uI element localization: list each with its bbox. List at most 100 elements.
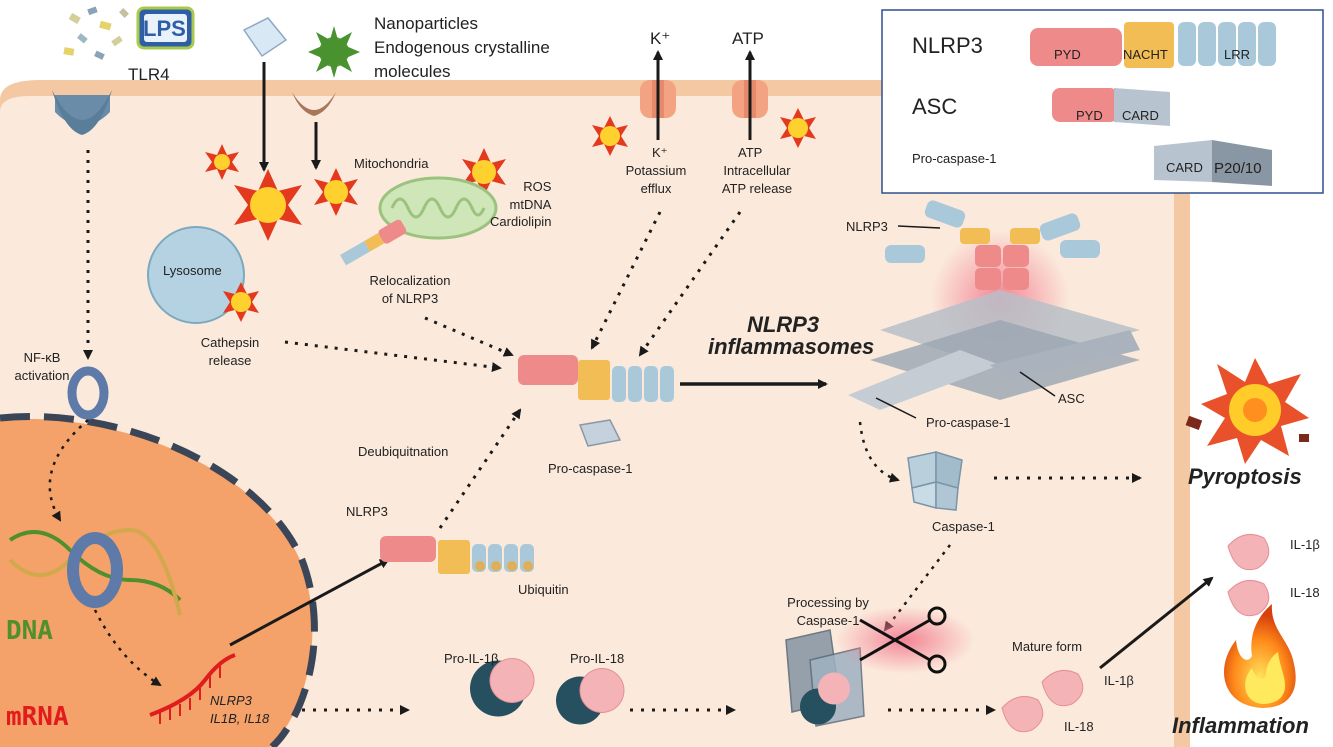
ros-line-3: Cardiolipin — [490, 214, 552, 230]
cathepsin-label: Cathepsin release — [190, 334, 270, 369]
caspase-1-shape — [907, 450, 963, 511]
outcome-il1b-label: IL-1β — [1290, 537, 1320, 552]
relocalized-nlrp3 — [340, 219, 407, 266]
genes-line-2: IL1B, IL18 — [210, 710, 270, 726]
ros-burst-5 — [592, 116, 628, 156]
genes-label: NLRP3 IL1B, IL18 — [210, 692, 269, 727]
legend-p20-label: P20/10 — [1214, 160, 1262, 177]
cathepsin-line-1: Cathepsin — [200, 335, 260, 350]
mature-il1b-label: IL-1β — [1104, 673, 1134, 688]
lysosome — [147, 226, 245, 324]
outcome-il18-label: IL-18 — [1290, 585, 1320, 600]
legend-nlrp3-shape — [1030, 22, 1276, 68]
potassium-efflux-label: Potassium efflux — [616, 162, 696, 197]
legend-lrr-label: LRR — [1224, 47, 1251, 62]
k-in-label: K⁺ — [652, 145, 668, 160]
pro-il1b-shape — [470, 658, 535, 717]
pyroptosis-burst — [1185, 358, 1309, 464]
cathepsin-burst — [223, 282, 259, 322]
pro-il18-shape — [556, 668, 625, 725]
flame-icon — [1223, 604, 1296, 708]
asc-complex-label: ASC — [1058, 391, 1085, 406]
tlr4-label: TLR4 — [128, 65, 170, 84]
ros-line-2: mtDNA — [509, 196, 552, 212]
ros-line-1: ROS — [523, 179, 552, 194]
atp-release-line-1: Intracellular — [723, 163, 791, 178]
inflammation-label: Inflammation — [1172, 713, 1309, 738]
processing-line-1: Processing by — [787, 595, 869, 610]
legend-asc-label: ASC — [912, 94, 958, 119]
inflammasome-title: NLRP3 inflammasomes — [708, 314, 875, 359]
mrna-strand — [149, 653, 236, 724]
ros-burst-6 — [780, 108, 816, 148]
atp-out-label: ATP — [732, 29, 764, 48]
legend-nacht-label: NACHT — [1123, 47, 1168, 62]
inflammasome-title-line-2: inflammasomes — [708, 334, 875, 359]
ubiquitin-label: Ubiquitin — [518, 582, 569, 597]
caspase-1-label: Caspase-1 — [932, 519, 995, 534]
atp-release-label: Intracellular ATP release — [704, 162, 810, 197]
spiky-crystal — [308, 26, 360, 78]
lysosome-label: Lysosome — [163, 263, 222, 278]
nlrp3-ubiquitinated-label: NLRP3 — [346, 504, 388, 519]
nfkb-label: NF-κB activation — [4, 349, 80, 384]
atp-release-line-2: ATP release — [721, 180, 793, 196]
ros-burst-4 — [462, 148, 506, 196]
nfkb-ring — [67, 366, 109, 420]
legend-nlrp3-label: NLRP3 — [912, 33, 983, 58]
relocalization-line-1: Relocalization — [369, 273, 451, 288]
atp-in-label: ATP — [738, 145, 763, 160]
nanoparticles-line-3: molecules — [374, 61, 451, 81]
k-out-label: K⁺ — [650, 29, 671, 48]
dna-helix — [8, 527, 182, 616]
legend-card-label: CARD — [1166, 160, 1203, 175]
ros-label: ROS mtDNA Cardiolipin — [490, 178, 551, 231]
mrna-label: mRNA — [6, 702, 69, 732]
nlrp3-complex-label: NLRP3 — [846, 219, 888, 234]
lps-label: LPS — [143, 16, 186, 41]
ros-burst-1 — [205, 144, 239, 180]
legend-asc-shape — [1052, 88, 1170, 126]
processing-line-2: Caspase-1 — [796, 612, 860, 628]
nfkb-on-dna — [67, 532, 123, 608]
mature-il18-label: IL-18 — [1064, 719, 1094, 734]
legend-procaspase-label: Pro-caspase-1 — [912, 151, 997, 166]
nanoparticles-line-2: Endogenous crystalline — [374, 37, 550, 57]
pro-caspase-complex-label: Pro-caspase-1 — [926, 415, 1011, 430]
mature-il1b-shape — [1041, 669, 1084, 707]
processing-complex — [785, 629, 865, 727]
dna-label: DNA — [6, 616, 53, 646]
crystal-receptor — [292, 92, 336, 116]
pro-il1b-label: Pro-IL-1β — [444, 651, 499, 666]
lps-particles — [63, 6, 129, 60]
legend-pyd-label: PYD — [1054, 47, 1081, 62]
potassium-efflux-line-1: Potassium — [625, 163, 687, 178]
legend-asc-card-label: CARD — [1122, 108, 1159, 123]
deubiquitination-label: Deubiquitnation — [358, 444, 449, 459]
nuclear-envelope — [0, 413, 318, 747]
inflammasome-complex — [848, 200, 1140, 410]
potassium-efflux-line-2: efflux — [640, 180, 672, 196]
mitochondrion — [378, 176, 498, 240]
pro-il18-label: Pro-IL-18 — [570, 651, 625, 666]
pyroptosis-label: Pyroptosis — [1188, 464, 1302, 489]
outcome-il18-shape — [1227, 579, 1270, 617]
nanoparticles-line-1: Nanoparticles — [374, 14, 478, 33]
cathepsin-line-2: release — [208, 352, 252, 368]
nfkb-line-2: activation — [14, 367, 70, 383]
genes-line-1: NLRP3 — [210, 693, 252, 708]
mature-form-label: Mature form — [1012, 639, 1083, 654]
ros-burst-2 — [234, 169, 302, 241]
processing-label: Processing by Caspase-1 — [778, 594, 878, 629]
relocalization-label: Relocalization of NLRP3 — [360, 272, 460, 307]
ros-burst-3 — [314, 168, 358, 216]
ubiquitinated-nlrp3 — [380, 536, 534, 574]
relocalization-line-2: of NLRP3 — [381, 290, 439, 306]
mitochondria-label: Mitochondria — [354, 156, 429, 171]
legend-procaspase-shape — [1154, 140, 1272, 186]
crystal — [242, 17, 288, 58]
pro-caspase-center-label: Pro-caspase-1 — [548, 461, 633, 476]
central-pro-caspase — [578, 419, 622, 447]
